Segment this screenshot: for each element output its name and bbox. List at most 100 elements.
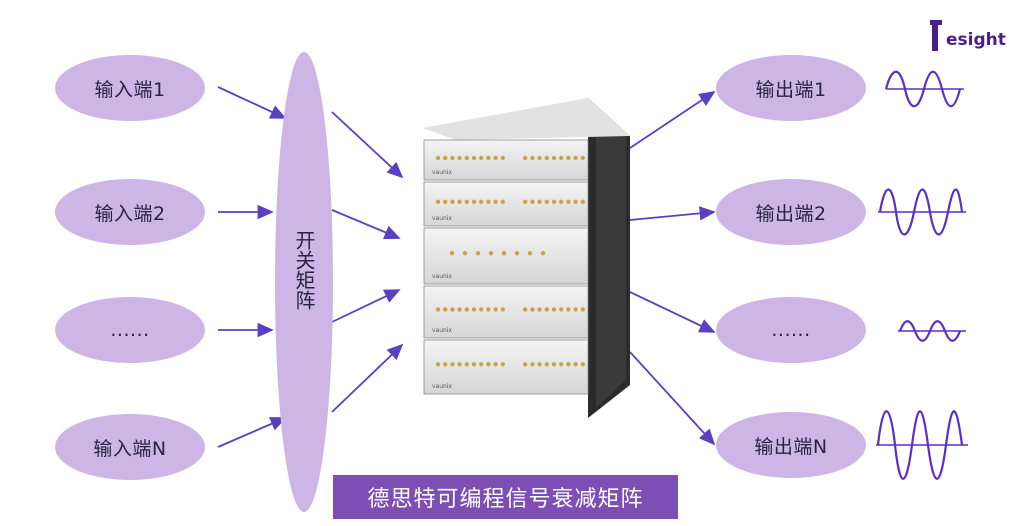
rf-connector — [530, 155, 535, 161]
rf-connector — [464, 307, 469, 312]
rf-connector — [523, 362, 528, 367]
output-node-2: 输出端2 — [716, 179, 866, 245]
rf-connector — [450, 307, 455, 312]
input-node-label: 输入端N — [93, 437, 167, 460]
rf-connector — [443, 199, 448, 204]
rf-connector — [580, 155, 585, 161]
rack-brand-text: vaunix — [432, 327, 453, 334]
arrow-device-output3 — [629, 291, 716, 333]
rf-connector — [551, 155, 557, 161]
rf-connector — [493, 362, 498, 367]
rf-connector — [464, 199, 469, 204]
arrow-input4-switch — [217, 417, 287, 448]
output2-wave-icon — [878, 188, 964, 236]
rf-connector — [523, 155, 528, 161]
input-node-label: 输入端2 — [94, 202, 166, 225]
input-node-ellipsis: ...... — [55, 297, 205, 363]
rf-connector — [464, 155, 469, 161]
output-node-1: 输出端1 — [716, 55, 866, 121]
rf-connector — [559, 155, 564, 161]
rf-connector — [457, 155, 462, 161]
rf-connector — [501, 251, 507, 256]
rack-brand-text: vaunix — [432, 215, 453, 222]
rf-connector — [559, 199, 564, 204]
rf-connector — [544, 307, 549, 312]
rf-connector — [457, 307, 462, 312]
rf-connector — [435, 307, 441, 312]
outputN-wave-icon — [876, 410, 964, 480]
rf-connector — [566, 155, 571, 161]
rf-connector — [435, 362, 441, 367]
arrow-input1-switch — [217, 86, 287, 119]
rf-connector — [479, 362, 484, 367]
switch-matrix-ellipse — [275, 52, 333, 512]
rack-unit: vaunix — [423, 227, 589, 285]
rf-connector — [523, 199, 528, 204]
rf-connector — [500, 307, 505, 312]
tesight-logo — [930, 20, 942, 51]
rf-connector — [471, 199, 477, 204]
rf-connector — [479, 307, 484, 312]
rf-connector — [551, 199, 557, 204]
rf-connector — [566, 199, 571, 204]
rf-connector — [493, 199, 498, 204]
input-node-label: 输入端1 — [94, 78, 166, 101]
input-node-2: 输入端2 — [55, 179, 205, 245]
rack-brand-text: vaunix — [432, 383, 453, 390]
rf-connector — [435, 155, 441, 161]
rf-connector — [457, 199, 462, 204]
rf-connector — [537, 155, 542, 161]
rf-connector — [450, 155, 455, 161]
rf-connector — [443, 307, 448, 312]
rf-connector — [457, 362, 462, 367]
rf-connector — [471, 362, 477, 367]
rack-unit: vaunix — [423, 339, 589, 395]
rf-connector — [551, 362, 557, 367]
rf-connector — [493, 307, 498, 312]
rf-connector — [530, 199, 535, 204]
rf-connector — [464, 362, 469, 367]
rf-connector — [493, 155, 498, 161]
rf-connector — [471, 307, 477, 312]
output-node-label: 输出端N — [754, 435, 828, 458]
arrow-device-output2 — [629, 206, 716, 221]
rf-connector — [573, 307, 578, 312]
rf-connector — [443, 155, 448, 161]
rf-connector — [450, 362, 455, 367]
rf-connector — [486, 362, 491, 367]
rf-connector — [471, 155, 477, 161]
output-node-n: 输出端N — [716, 412, 866, 478]
rf-connector — [537, 307, 542, 312]
rf-connector — [566, 362, 571, 367]
rf-connector — [544, 155, 549, 161]
attenuation-matrix-device: vaunix vaunix vaunix vaunix vaunix — [422, 98, 630, 418]
rf-connector — [566, 307, 571, 312]
rf-connector — [486, 199, 491, 204]
arrow-device-output1 — [629, 91, 716, 149]
rf-connector — [573, 155, 578, 161]
rf-connector — [573, 199, 578, 204]
rf-connector — [449, 251, 455, 256]
input-node-1: 输入端1 — [55, 55, 205, 121]
rf-connector — [486, 307, 491, 312]
input-node-label: ...... — [110, 319, 150, 341]
rf-connector — [530, 362, 535, 367]
rf-connector — [580, 362, 585, 367]
rack-unit: vaunix — [423, 181, 589, 227]
rf-connector — [462, 251, 468, 256]
rf-connector — [559, 307, 564, 312]
rf-connector — [500, 199, 505, 204]
input-node-n: 输入端N — [55, 414, 205, 480]
switch-matrix-label: 开关矩阵 — [292, 230, 316, 310]
output-node-label: 输出端1 — [755, 78, 827, 101]
rf-connector — [486, 155, 491, 161]
arrow-switch-device-3 — [331, 289, 401, 323]
output-node-label: 输出端2 — [755, 202, 827, 225]
rf-connector — [551, 307, 557, 312]
rack-brand-text: vaunix — [432, 273, 453, 280]
output-node-label: ...... — [771, 319, 811, 341]
rack-unit: vaunix — [423, 139, 589, 181]
rf-connector — [500, 155, 505, 161]
rf-connector — [537, 362, 542, 367]
